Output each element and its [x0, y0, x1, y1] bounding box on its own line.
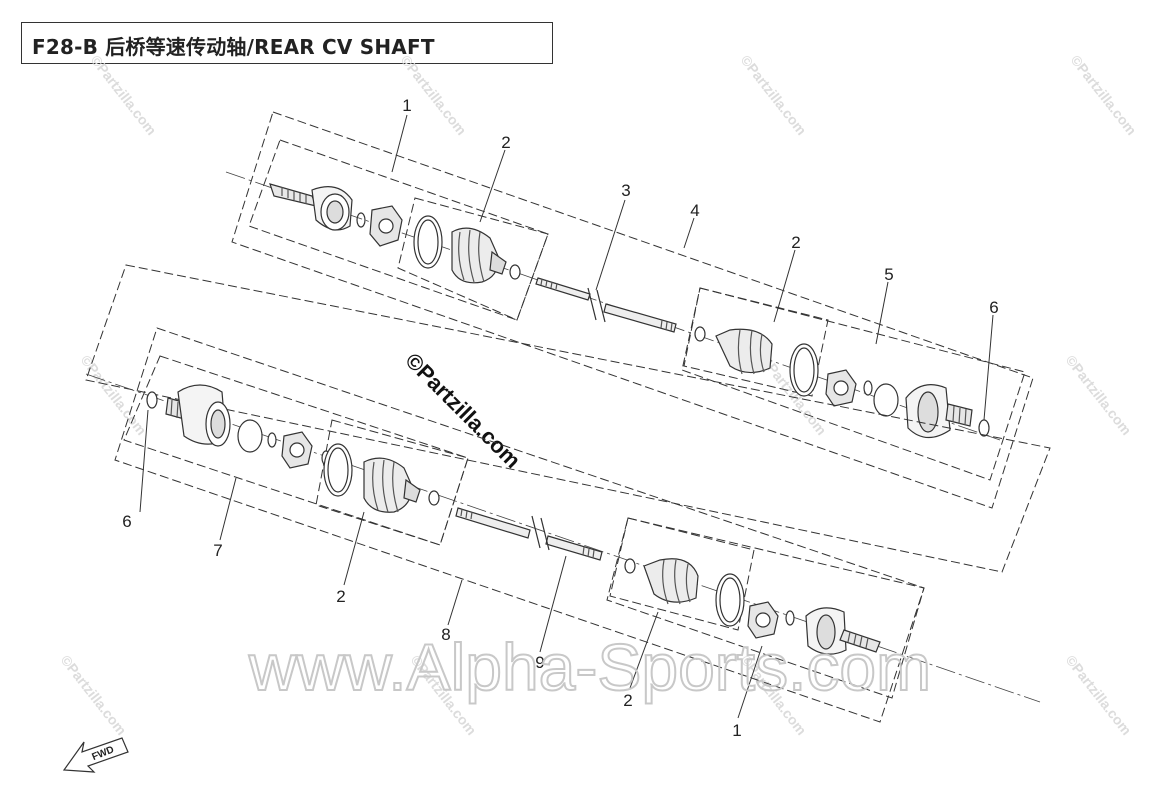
assembly-frame-4	[231, 111, 1034, 509]
alpha-sports-watermark: www.Alpha-Sports.com	[248, 630, 931, 704]
callout-2: 2	[336, 587, 345, 606]
callout-1: 1	[402, 96, 411, 115]
watermark-stamp: ©Partzilla.com	[78, 352, 150, 438]
fwd-arrow-icon: FWD	[62, 737, 129, 773]
callout-8: 8	[441, 625, 450, 644]
callout-9: 9	[535, 653, 544, 672]
callout-2: 2	[623, 691, 632, 710]
upper-shaft-bar	[535, 277, 677, 333]
page-title: F28-B 后桥等速传动轴/REAR CV SHAFT	[32, 35, 435, 59]
watermark-stamp: ©Partzilla.com	[1068, 52, 1140, 138]
title-box: F28-B 后桥等速传动轴/REAR CV SHAFT	[21, 22, 553, 64]
callout-6: 6	[989, 298, 998, 317]
callout-7: 7	[213, 541, 222, 560]
watermark-stamp: ©Partzilla.com	[1063, 652, 1135, 738]
upper-outer-joint	[269, 183, 403, 247]
callout-2: 2	[501, 133, 510, 152]
lower-shaft-bar	[455, 507, 603, 561]
watermark-stamp: ©Partzilla.com	[1063, 352, 1135, 438]
callout-1: 1	[732, 721, 741, 740]
watermark-stamp: ©Partzilla.com	[88, 52, 160, 138]
leader-lines	[139, 114, 994, 719]
watermark-stamp: ©Partzilla.com	[738, 52, 810, 138]
lower-outer-joint	[747, 601, 881, 655]
lower-boot-left	[323, 443, 440, 513]
callout-3: 3	[621, 181, 630, 200]
partzilla-watermark: ©Partzilla.com	[400, 348, 525, 473]
callout-4: 4	[690, 201, 699, 220]
upper-boot-left	[413, 215, 521, 284]
callout-5: 5	[884, 265, 893, 284]
lower-boot-right	[624, 558, 745, 627]
callout-numbers: 1 2 3 4 2 5 6 6 7 2 8 9 2 1	[122, 96, 998, 740]
assembly-frame-8	[85, 264, 1051, 723]
upper-boot-right	[694, 326, 819, 397]
callout-2: 2	[791, 233, 800, 252]
lower-inner-joint	[146, 384, 331, 469]
upper-inner-joint	[825, 369, 990, 439]
callout-6: 6	[122, 512, 131, 531]
watermark-stamp: ©Partzilla.com	[58, 652, 130, 738]
